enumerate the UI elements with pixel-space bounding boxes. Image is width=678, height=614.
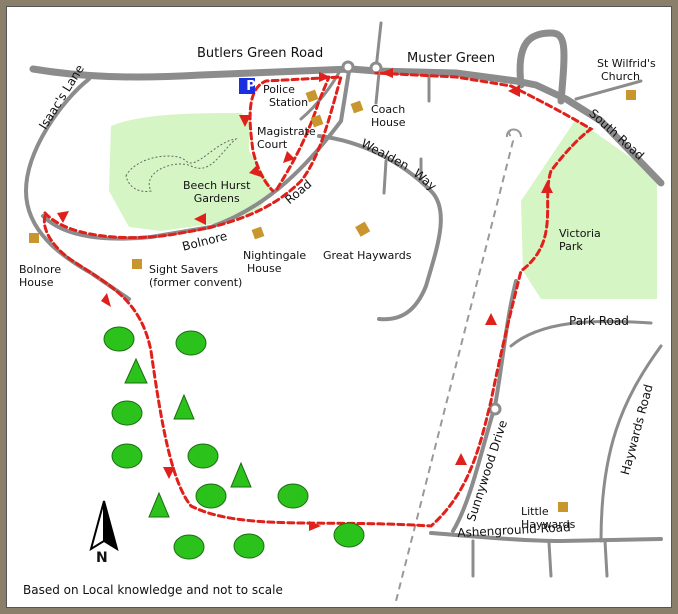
sight-savers-building [132, 259, 142, 269]
place-magistrate-court-line1: Magistrate [257, 125, 316, 138]
route-arrow [249, 165, 261, 177]
woodland [103, 326, 365, 560]
place-coach-house-line1: Coach [371, 103, 406, 116]
place-bolnore-house-line1: Bolnore [19, 263, 62, 276]
magistrate-court-building [310, 114, 324, 128]
wealden-spur-a [382, 159, 388, 195]
tree-icon [333, 522, 365, 548]
tree-icon [233, 533, 265, 559]
beech-hurst-gardens-park [109, 113, 273, 231]
place-great-haywards: Great Haywards [323, 249, 412, 262]
place-st-wilfrids-line1: St Wilfrid's [597, 57, 656, 70]
place-bolnore-house-line2: House [19, 276, 54, 289]
route-arrow [163, 467, 175, 479]
place-police-station-line1: Police [263, 83, 295, 96]
route-arrow [239, 115, 251, 127]
walking-route-inner [275, 75, 331, 191]
place-little-haywards-line1: Little [521, 505, 549, 518]
route-arrow [309, 521, 321, 531]
route-arrow [194, 213, 206, 225]
roundabout-1 [341, 60, 355, 74]
little-haywards-building [558, 502, 568, 512]
place-police-station-line2: Station [269, 96, 309, 109]
place-little-haywards-line2: Haywards [521, 518, 576, 531]
tree-icon [175, 330, 207, 356]
north-arrow [89, 500, 119, 552]
map-canvas: Butlers Green Road Muster Green Isaac's … [6, 6, 672, 608]
place-nightingale-line1: Nightingale [243, 249, 307, 262]
route-arrow [541, 181, 553, 193]
ashenground-spur-b [547, 541, 553, 578]
tree-icon [111, 443, 143, 469]
wealden-way [317, 134, 443, 322]
place-magistrate-court: Magistrate Court [257, 125, 316, 151]
tree-icon [103, 326, 135, 352]
great-haywards-building [355, 221, 371, 237]
fir-tree-icon [148, 491, 170, 518]
parking-sign [239, 78, 255, 94]
route-arrow [455, 453, 467, 465]
route-arrow [508, 85, 520, 97]
route-arrow [101, 293, 111, 307]
route-arrow [57, 211, 69, 223]
tree-icon [111, 400, 143, 426]
railway-tunnel-mark [506, 128, 522, 138]
bolnore-house-building [29, 233, 39, 243]
place-victoria-park-line1: Victoria [559, 227, 601, 240]
coach-house-building [350, 100, 364, 114]
north-label: N [96, 550, 108, 566]
parking-label: P [246, 79, 256, 94]
place-coach-house-line2: House [371, 116, 406, 129]
tree-icon [195, 483, 227, 509]
place-beech-hurst-line1: Beech Hurst [183, 179, 251, 192]
walking-route-south [42, 71, 594, 528]
route-arrow [319, 72, 331, 82]
place-sight-savers-line1: Sight Savers [149, 263, 219, 276]
muster-green-south [374, 71, 381, 105]
place-st-wilfrids-line2: Church [601, 70, 640, 83]
police-station-building [305, 89, 319, 103]
place-sight-savers: Sight Savers (former convent) [149, 263, 242, 289]
map-footer-note: Based on Local knowledge and not to scal… [23, 583, 283, 597]
tree-icon [173, 534, 205, 560]
haywards-road [599, 344, 663, 543]
route-arrow [381, 68, 393, 78]
place-police-station: Police Station [263, 83, 308, 109]
map-drawing [24, 21, 665, 602]
ashenground-road [429, 531, 663, 543]
place-sight-savers-line2: (former convent) [149, 276, 243, 289]
place-victoria-park: Victoria Park [559, 227, 601, 253]
place-victoria-park-line2: Park [559, 240, 583, 253]
fir-tree-icon [124, 357, 148, 384]
ashenground-spur-c [603, 539, 609, 578]
place-nightingale: Nightingale House [243, 249, 306, 275]
nightingale-building [251, 226, 265, 240]
fir-tree-icon [230, 461, 252, 488]
place-beech-hurst-line2: Gardens [193, 192, 240, 205]
roundabout-3 [488, 402, 502, 416]
place-coach-house: Coach House [371, 103, 405, 129]
muster-green-north [374, 21, 383, 71]
park-road [509, 319, 653, 348]
road-label-butlers-green: Butlers Green Road [197, 46, 324, 61]
st-wilfrids-building [626, 90, 636, 100]
place-nightingale-line2: House [247, 262, 282, 275]
place-beech-hurst: Beech Hurst Gardens [183, 179, 250, 205]
route-arrow [283, 151, 295, 163]
place-little-haywards: Little Haywards [521, 505, 575, 531]
route-arrow [485, 313, 497, 325]
place-st-wilfrids: St Wilfrid's Church [597, 57, 656, 83]
road-label-park-road: Park Road [569, 314, 629, 328]
tree-icon [277, 483, 309, 509]
place-magistrate-court-line2: Court [257, 138, 288, 151]
road-label-muster-green: Muster Green [407, 51, 496, 66]
south-road-spur [574, 79, 643, 101]
church-loop [516, 29, 568, 105]
garden-footpath [125, 138, 238, 192]
tree-icon [187, 443, 219, 469]
fir-tree-icon [173, 393, 195, 420]
place-bolnore-house: Bolnore House [19, 263, 61, 289]
